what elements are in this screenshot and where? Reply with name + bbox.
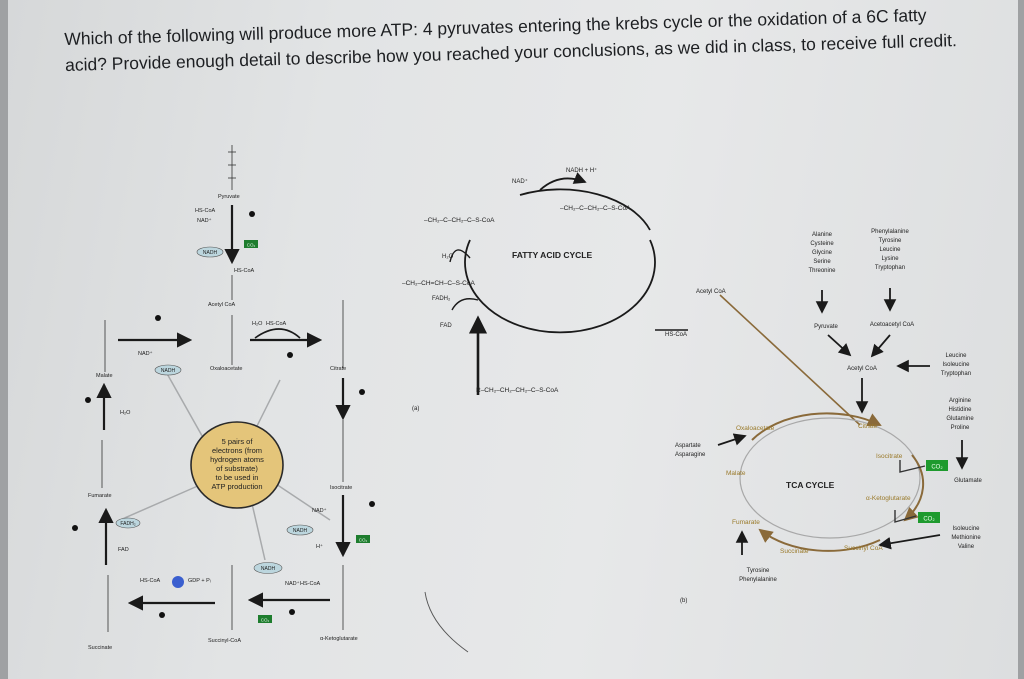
isocitrate-label: Isocitrate bbox=[330, 485, 352, 491]
nadh-badge: NADH bbox=[293, 528, 308, 534]
fa-mid-structure: –CH₂–CH=CH–C–S-CoA bbox=[402, 280, 475, 287]
panel-a-label: (a) bbox=[412, 406, 419, 412]
aa-label: Tyrosine bbox=[879, 238, 902, 244]
fatty-acid-cycle-title: FATTY ACID CYCLE bbox=[512, 250, 592, 260]
aa-label: Valine bbox=[958, 544, 975, 550]
fa-fadh2-label: FADH₂ bbox=[432, 296, 451, 302]
h2o-label: H₂O bbox=[252, 321, 263, 327]
center-note-line: to be used in bbox=[216, 473, 259, 482]
aa-label: Methionine bbox=[951, 535, 981, 541]
nad-label: NAD⁺ bbox=[312, 507, 327, 514]
nad-label: NAD⁺ bbox=[138, 350, 153, 357]
nadh-badge: NADH bbox=[261, 566, 276, 572]
aa-label: Phenylalanine bbox=[871, 229, 909, 235]
citrate-label: Citrate bbox=[330, 366, 346, 372]
succinate-label: Succinate bbox=[88, 645, 112, 651]
aa-label: Histidine bbox=[948, 407, 972, 413]
panel-b-label: (b) bbox=[680, 598, 687, 604]
fa-acetylcoa-label: Acetyl CoA bbox=[696, 289, 726, 295]
aa-label: Lysine bbox=[881, 256, 899, 262]
nad-label: NAD⁺ bbox=[285, 580, 300, 587]
tca-citrate: Citrate bbox=[858, 423, 878, 430]
aa-label: Leucine bbox=[945, 353, 967, 359]
center-note-line: 5 pairs of bbox=[222, 437, 254, 446]
tca-co2-badge: CO₂ bbox=[931, 465, 943, 471]
acetylcoa-label: Acetyl CoA bbox=[208, 302, 236, 308]
hscoa-label: HS-CoA bbox=[300, 581, 321, 587]
aa-label: Proline bbox=[951, 425, 970, 431]
pyruvate-structure bbox=[228, 145, 236, 190]
center-note-line: electrons (from bbox=[212, 446, 262, 455]
aa-label: Alanine bbox=[812, 232, 833, 238]
co2-badge: CO₂ bbox=[247, 243, 256, 248]
aa-label: Tyrosine bbox=[747, 568, 770, 574]
aa-label: Cysteine bbox=[810, 241, 834, 247]
malate-label: Malate bbox=[96, 373, 113, 379]
aa-label: Aspartate bbox=[675, 443, 701, 449]
coa-label: HS-CoA bbox=[234, 268, 255, 274]
aa-label: Asparagine bbox=[675, 452, 706, 458]
aa-label: Serine bbox=[813, 259, 831, 265]
gdp-label: GDP + Pᵢ bbox=[188, 578, 211, 584]
fadh2-badge: FADH₂ bbox=[120, 521, 135, 527]
tca-succinate: Succinate bbox=[780, 548, 809, 555]
fa-fad-label: FAD bbox=[440, 323, 452, 329]
panel-b-fatty-acid: FATTY ACID CYCLE NAD⁺ NADH + H⁺ –CH₂–C–C… bbox=[402, 167, 861, 426]
hscoa-label: HS-CoA bbox=[140, 578, 161, 584]
b-acetoacetyl-coa: Acetoacetyl CoA bbox=[870, 322, 914, 328]
fad-label: FAD bbox=[118, 547, 129, 553]
fumarate-label: Fumarate bbox=[88, 493, 112, 499]
fa-chain-structure: R–CH₂–CH₂–CH₂–C–S-CoA bbox=[476, 387, 559, 394]
tca-cycle-title: TCA CYCLE bbox=[786, 480, 835, 490]
center-note-line: of substrate) bbox=[216, 464, 258, 473]
aa-label: Phenylalanine bbox=[739, 577, 777, 583]
panel-a: 5 pairs of electrons (from hydrogen atom… bbox=[72, 145, 419, 651]
pen-stroke bbox=[424, 591, 469, 653]
tca-isocitrate: Isocitrate bbox=[876, 453, 903, 460]
aa-label: Glutamate bbox=[954, 478, 982, 484]
pyruvate-label: Pyruvate bbox=[218, 194, 240, 200]
fa-top-right-structure: –CH₂–C–CH₂–C–S-CoA bbox=[560, 205, 631, 212]
tca-malate: Malate bbox=[726, 470, 746, 477]
fa-nad-label: NAD⁺ bbox=[512, 178, 528, 185]
ketoglutarate-label: α-Ketoglutarate bbox=[320, 636, 358, 642]
tca-oxaloacetate: Oxaloacetate bbox=[736, 425, 775, 432]
hscoa-label: HS-CoA bbox=[266, 321, 287, 327]
aa-label: Glycine bbox=[812, 250, 833, 256]
succinylcoa-label: Succinyl-CoA bbox=[208, 638, 241, 644]
fa-top-left-structure: –CH₂–C–CH₂–C–S-CoA bbox=[424, 217, 495, 224]
aa-label: Isoleucine bbox=[952, 526, 980, 532]
fa-nadh-label: NADH + H⁺ bbox=[566, 167, 597, 174]
center-note-line: hydrogen atoms bbox=[210, 455, 264, 464]
nad-label: NAD⁺ bbox=[197, 217, 212, 224]
aa-label: Tryptophan bbox=[941, 371, 971, 377]
electron-pairs-disc bbox=[190, 421, 284, 509]
nadh-badge: NADH bbox=[203, 250, 218, 256]
tca-succinylcoa: Succinyl CoA bbox=[844, 545, 883, 552]
amino-acid-groups: Alanine Cysteine Glycine Serine Threonin… bbox=[675, 229, 982, 583]
center-note-line: ATP production bbox=[211, 482, 262, 491]
tca-co2-badge: CO₂ bbox=[923, 517, 935, 523]
aa-label: Tryptophan bbox=[875, 265, 905, 271]
panel-b-tca: TCA CYCLE Oxaloacetate Citrate Isocitrat… bbox=[675, 229, 982, 604]
co2-badge: CO₂ bbox=[359, 538, 368, 543]
b-acetyl-coa: Acetyl CoA bbox=[847, 366, 877, 372]
aa-label: Arginine bbox=[949, 398, 972, 404]
aa-label: Isoleucine bbox=[942, 362, 970, 368]
h2o-label: H₂O bbox=[120, 410, 131, 416]
tca-ketoglutarate: α-Ketoglutarate bbox=[866, 495, 911, 502]
nadh-badge: NADH bbox=[161, 368, 176, 374]
fa-hscoa-label: HS-CoA bbox=[665, 332, 687, 338]
aa-label: Leucine bbox=[879, 247, 901, 253]
hscoa-label: HS-CoA bbox=[195, 208, 216, 214]
fa-h2o-label: H₂O bbox=[442, 254, 454, 260]
tca-fumarate: Fumarate bbox=[732, 519, 760, 526]
hplus-label: H⁺ bbox=[316, 543, 323, 550]
oxaloacetate-label: Oxaloacetate bbox=[210, 366, 242, 372]
co2-badge: CO₂ bbox=[261, 618, 270, 623]
aa-label: Threonine bbox=[808, 268, 836, 274]
aa-label: Glutamine bbox=[946, 416, 974, 422]
b-pyruvate: Pyruvate bbox=[814, 324, 838, 330]
